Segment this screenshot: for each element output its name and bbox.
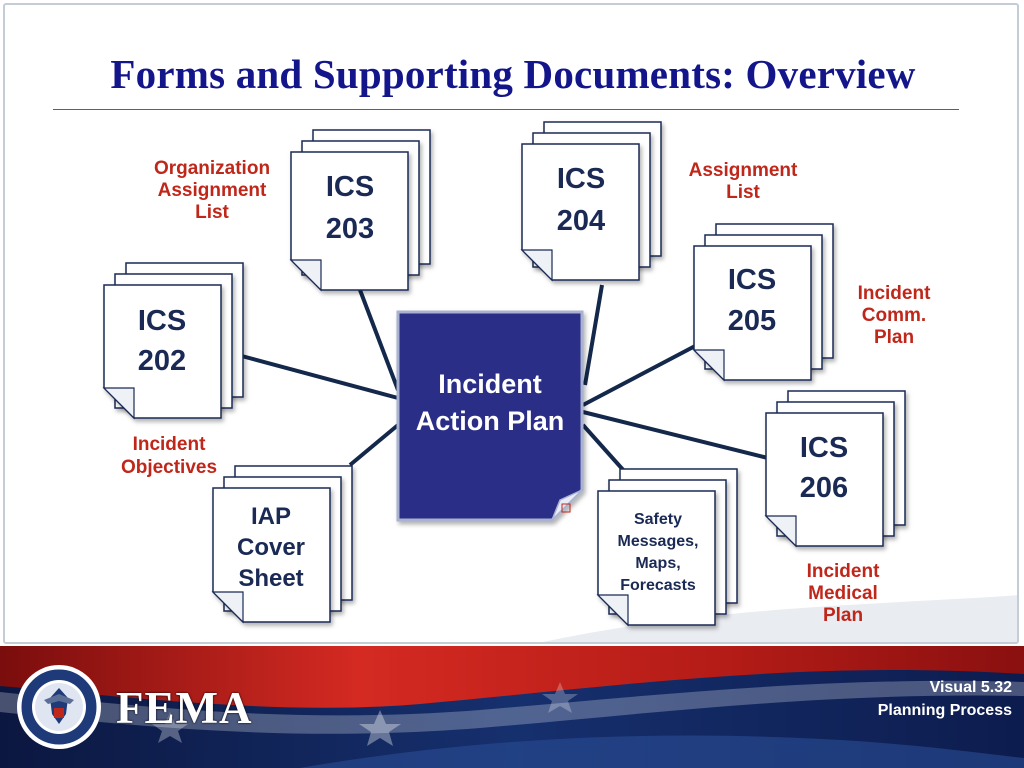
connector-ics204 bbox=[583, 284, 604, 386]
ics204-label-line1: Assignment bbox=[689, 160, 798, 181]
ics206-label-line2: Medical bbox=[808, 583, 878, 604]
ics204-code-line1: ICS bbox=[557, 163, 605, 195]
doc-stack-safety-messages[interactable]: Safety Messages, Maps, Forecasts bbox=[596, 468, 738, 627]
doc-stack-ics203[interactable]: ICS 203 bbox=[289, 129, 431, 292]
ics205-label-line1: Incident bbox=[858, 283, 932, 304]
doc-stack-iap-cover-sheet[interactable]: IAP Cover Sheet bbox=[211, 465, 353, 624]
connector-safety bbox=[581, 423, 627, 474]
iap-line1: IAP bbox=[251, 503, 291, 530]
doc-stack-ics206[interactable]: ICS 206 bbox=[764, 390, 906, 548]
center-title-line2: Action Plan bbox=[416, 406, 565, 436]
connectors bbox=[237, 284, 769, 474]
footer-flag-art bbox=[0, 646, 1024, 768]
fema-logo: FEMA bbox=[116, 683, 253, 733]
iap-diagram: ICS 203 Organization Assignment List ICS… bbox=[102, 121, 932, 627]
ics204-code-line2: 204 bbox=[557, 205, 605, 237]
doc-stack-ics205[interactable]: ICS 205 bbox=[692, 223, 834, 382]
label-ics206: Incident Medical Plan bbox=[807, 561, 881, 626]
ics203-label-line2: Assignment bbox=[158, 180, 267, 201]
connector-ics202 bbox=[237, 353, 399, 400]
ics203-label-line3: List bbox=[195, 202, 229, 223]
iap-line3: Sheet bbox=[238, 565, 303, 592]
ics205-label-line3: Plan bbox=[874, 327, 914, 348]
ics202-code-line2: 202 bbox=[138, 345, 186, 377]
center-title-line1: Incident bbox=[438, 369, 542, 399]
ics205-code-line2: 205 bbox=[728, 305, 776, 337]
visual-number: Visual 5.32 bbox=[929, 679, 1012, 696]
slide-title: Forms and Supporting Documents: Overview bbox=[110, 51, 916, 97]
ics206-code-line2: 206 bbox=[800, 472, 848, 504]
ics206-code-line1: ICS bbox=[800, 432, 848, 464]
doc-stack-ics202[interactable]: ICS 202 bbox=[102, 262, 244, 420]
iap-line2: Cover bbox=[237, 534, 305, 561]
doc-stack-ics204[interactable]: ICS 204 bbox=[520, 121, 662, 282]
background-swoosh bbox=[543, 595, 1017, 642]
safety-line1: Safety bbox=[634, 511, 682, 528]
label-ics203: Organization Assignment List bbox=[154, 158, 270, 223]
label-ics202: Incident Objectives bbox=[121, 434, 217, 478]
ics205-label-line2: Comm. bbox=[862, 305, 926, 326]
connector-ics206 bbox=[582, 410, 769, 460]
ics204-label-line2: List bbox=[726, 182, 760, 203]
connector-iap bbox=[348, 423, 400, 467]
title-divider bbox=[53, 109, 959, 110]
footer-banner: FEMA Visual 5.32 Planning Process bbox=[0, 646, 1024, 768]
label-ics205: Incident Comm. Plan bbox=[858, 283, 932, 348]
ics202-code-line1: ICS bbox=[138, 305, 186, 337]
footer-info: Visual 5.32 Planning Process bbox=[878, 676, 1012, 722]
dhs-seal-icon bbox=[17, 665, 101, 749]
safety-line2: Messages, bbox=[618, 533, 699, 550]
ics205-code-line1: ICS bbox=[728, 264, 776, 296]
connector-ics205 bbox=[582, 343, 698, 407]
connector-ics203 bbox=[358, 289, 400, 391]
safety-line4: Forecasts bbox=[620, 577, 696, 594]
ics203-code-line1: ICS bbox=[326, 171, 374, 203]
ics203-code-line2: 203 bbox=[326, 213, 374, 245]
safety-line3: Maps, bbox=[635, 555, 680, 572]
ics203-label-line1: Organization bbox=[154, 158, 270, 179]
ics206-label-line3: Plan bbox=[823, 605, 863, 626]
ics202-label-line2: Objectives bbox=[121, 457, 217, 478]
label-ics204: Assignment List bbox=[689, 160, 798, 203]
incident-action-plan-box[interactable]: Incident Action Plan bbox=[396, 310, 584, 522]
ics206-label-line1: Incident bbox=[807, 561, 881, 582]
ics202-label-line1: Incident bbox=[133, 434, 207, 455]
section-name: Planning Process bbox=[877, 702, 1012, 719]
